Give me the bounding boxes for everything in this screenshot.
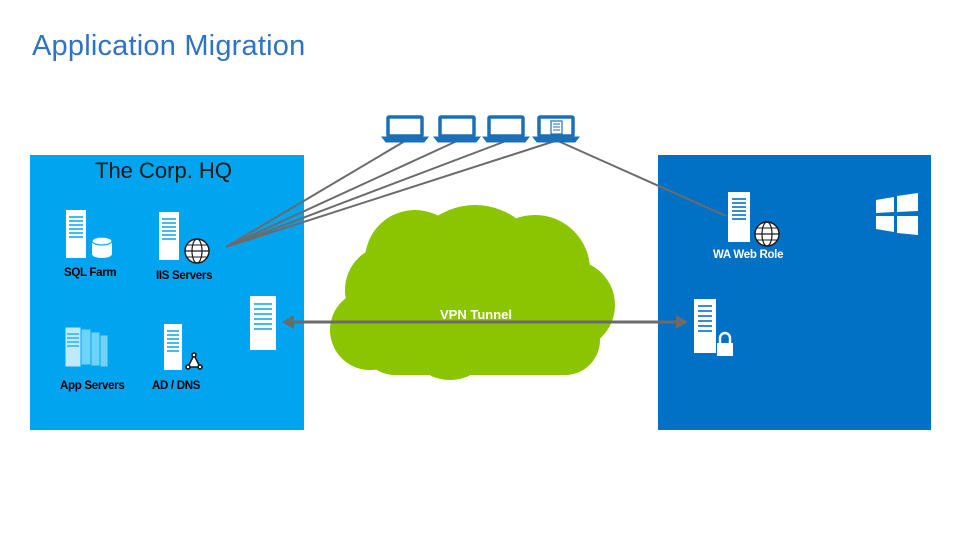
server-icon (694, 299, 716, 353)
laptop-with-document-icon (531, 115, 581, 143)
laptop-icon (380, 115, 430, 143)
page-title: Application Migration (32, 30, 306, 62)
server-icon (159, 212, 179, 260)
lock-icon (717, 331, 733, 356)
app-servers-icon (64, 326, 109, 368)
arrowhead-left (282, 315, 294, 329)
windows-logo-icon (876, 193, 918, 235)
ad-dns-icon (164, 324, 203, 370)
server-icon (164, 324, 182, 370)
connector-line (225, 140, 507, 248)
cloud-shape (330, 205, 615, 380)
server-stack-icon (64, 326, 109, 368)
app-servers-label: App Servers (60, 380, 125, 392)
laptop-icon (481, 115, 531, 143)
iis-servers-label: IIS Servers (156, 270, 213, 282)
iis-servers-icon (159, 212, 210, 264)
connector-line (225, 140, 556, 248)
secure-server-icon (694, 299, 733, 356)
connector-line (557, 140, 727, 217)
corp-hq-panel (30, 155, 304, 430)
wa-web-role-label: WA Web Role (713, 249, 784, 261)
network-icon (185, 352, 203, 370)
sql-farm-icon (66, 210, 113, 258)
connector-line (225, 140, 406, 248)
globe-icon (754, 221, 780, 247)
ad-dns-label: AD / DNS (152, 380, 201, 392)
laptop-icon (432, 115, 482, 143)
corp-hq-title: The Corp. HQ (95, 158, 232, 183)
server-icon (728, 192, 750, 242)
cloud-icon (330, 205, 615, 380)
wa-web-role-icon (728, 192, 780, 247)
vpn-tunnel-label: VPN Tunnel (440, 307, 512, 322)
vpn-gateway-server-icon (250, 296, 276, 350)
connector-line (225, 140, 458, 248)
server-icon (66, 210, 86, 258)
database-icon (91, 236, 113, 258)
sql-farm-label: SQL Farm (64, 267, 117, 279)
arrowhead-right (676, 315, 688, 329)
globe-icon (184, 238, 210, 264)
